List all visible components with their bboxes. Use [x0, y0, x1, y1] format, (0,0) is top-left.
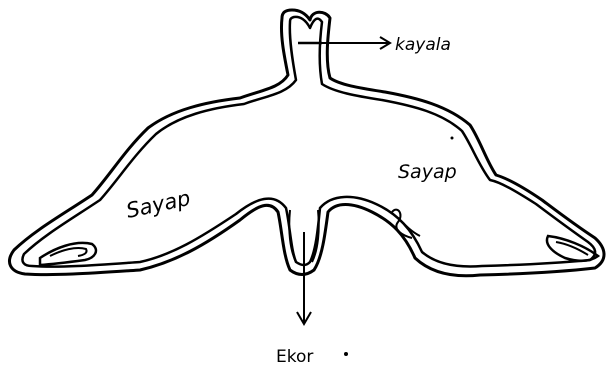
- right-wingtip-fold: [547, 236, 598, 261]
- right-wing-label: Sayap: [398, 161, 457, 183]
- stray-dot: [451, 137, 454, 140]
- right-wingtip-inner: [556, 242, 588, 255]
- tail-label: Ekor: [276, 347, 313, 367]
- bat-outline-inner: [22, 17, 595, 267]
- left-wingtip-fold: [40, 243, 96, 265]
- left-wing-label: Sayap: [124, 186, 192, 223]
- right-wing-scribble: [392, 210, 420, 238]
- head-label: kayala: [395, 35, 451, 55]
- bat-outline-outer: [10, 10, 604, 276]
- stray-dot: [344, 352, 348, 356]
